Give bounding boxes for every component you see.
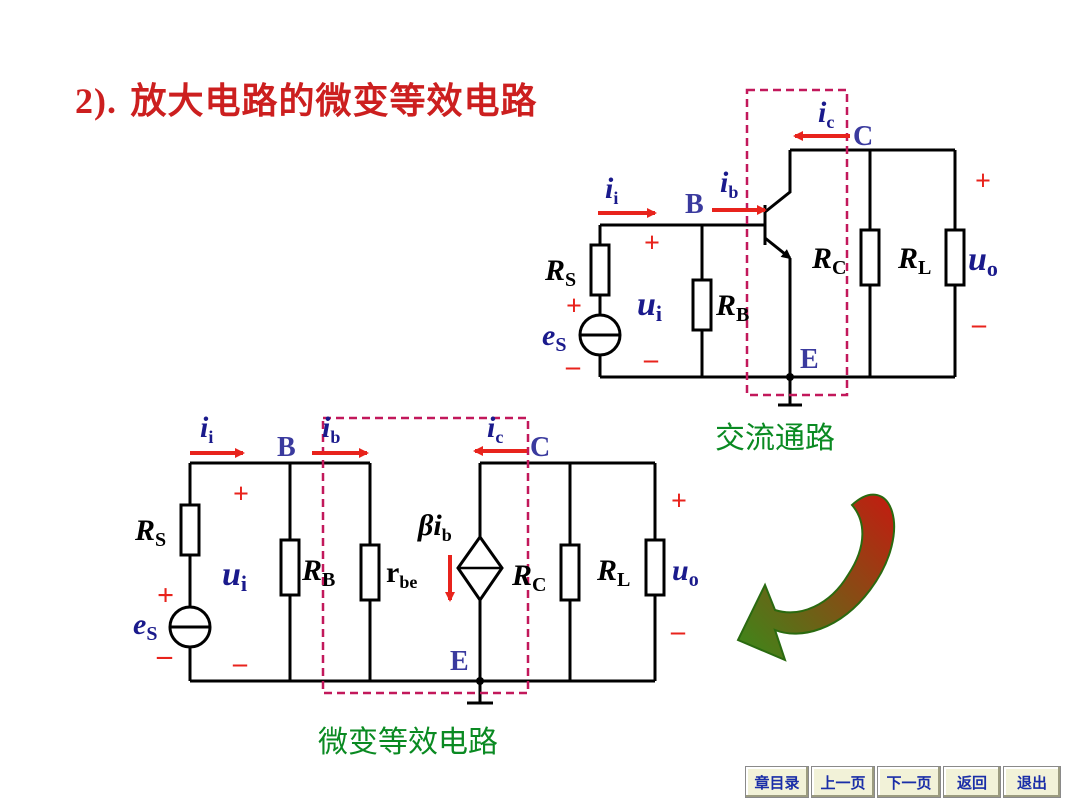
bot-label-c: C	[530, 432, 550, 463]
back-button[interactable]: 返回	[943, 766, 1001, 798]
top-minus-ui: –	[643, 344, 659, 375]
top-node-e	[786, 373, 794, 381]
top-label-e: E	[800, 344, 819, 375]
nav-bar: 章目录 上一页 下一页 返回 退出	[745, 766, 1061, 798]
top-label-rb: RB	[715, 289, 749, 326]
bot-label-beta-ib: βib	[417, 509, 452, 545]
top-label-ic: ic	[818, 96, 834, 132]
bot-dashed-box	[321, 416, 530, 695]
bottom-circuit	[188, 461, 657, 705]
bot-label-ib: ib	[322, 411, 340, 447]
top-ground-symbol	[778, 377, 802, 407]
top-label-rs: RS	[544, 254, 576, 291]
bot-label-ui: ui	[222, 556, 247, 596]
bot-plus-es: +	[157, 579, 174, 612]
bot-resistor-rb	[279, 538, 301, 597]
top-label-b: B	[685, 189, 704, 220]
title-text: 放大电路的微变等效电路	[130, 81, 538, 122]
bot-minus-es: –	[156, 639, 173, 672]
top-label-ib: ib	[720, 166, 738, 202]
top-plus-ui: +	[644, 228, 660, 259]
next-page-button[interactable]: 下一页	[877, 766, 941, 798]
top-minus-es: –	[565, 351, 581, 382]
bot-resistor-rl	[644, 538, 666, 597]
page-title: 2). 放大电路的微变等效电路	[75, 72, 538, 124]
bot-label-es: eS	[133, 608, 157, 645]
bot-label-rbe: rbe	[386, 556, 417, 592]
bot-label-rl: RL	[596, 554, 630, 591]
prev-page-button[interactable]: 上一页	[811, 766, 875, 798]
bot-label-ii: ii	[200, 411, 213, 447]
transistor-emitter	[764, 236, 792, 260]
exit-button[interactable]: 退出	[1003, 766, 1061, 798]
top-label-rl: RL	[897, 242, 931, 279]
bot-resistor-rbe	[359, 543, 381, 602]
top-resistor-rl	[944, 228, 966, 287]
top-label-ui: ui	[637, 286, 662, 326]
top-transistor-dashed-box	[745, 88, 849, 397]
curved-arrow-icon	[736, 493, 896, 662]
top-plus-uo: +	[975, 166, 991, 197]
top-resistor-rb	[691, 278, 713, 332]
bot-label-b: B	[277, 432, 296, 463]
top-label-c: C	[853, 121, 873, 152]
transistor-collector	[764, 150, 792, 214]
bot-minus-ui: –	[232, 648, 248, 679]
bot-resistor-rc	[559, 543, 581, 602]
bot-label-rb: RB	[301, 554, 335, 591]
top-minus-uo: –	[971, 309, 987, 340]
top-circuit	[598, 148, 957, 407]
bot-resistor-rs	[179, 503, 201, 557]
bot-label-e: E	[450, 646, 469, 677]
top-caption: 交流通路	[715, 421, 835, 456]
top-label-es: eS	[542, 319, 566, 356]
top-label-ii: ii	[605, 172, 618, 208]
top-resistor-rc	[859, 228, 881, 287]
title-number: 2).	[75, 81, 117, 121]
bot-plus-uo: +	[671, 486, 687, 517]
bottom-caption: 微变等效电路	[318, 725, 498, 760]
bot-label-rc: RC	[511, 559, 546, 596]
bot-minus-uo: –	[670, 616, 686, 647]
bot-node-e	[476, 677, 484, 685]
top-label-rc: RC	[811, 242, 846, 279]
chapter-index-button[interactable]: 章目录	[745, 766, 809, 798]
top-resistor-rs	[589, 243, 611, 297]
bot-label-rs: RS	[134, 514, 166, 551]
bot-label-ic: ic	[487, 411, 503, 447]
bot-label-uo: uo	[672, 554, 699, 591]
top-label-uo: uo	[968, 241, 998, 281]
top-plus-es: +	[566, 291, 582, 322]
bot-plus-ui: +	[233, 479, 249, 510]
